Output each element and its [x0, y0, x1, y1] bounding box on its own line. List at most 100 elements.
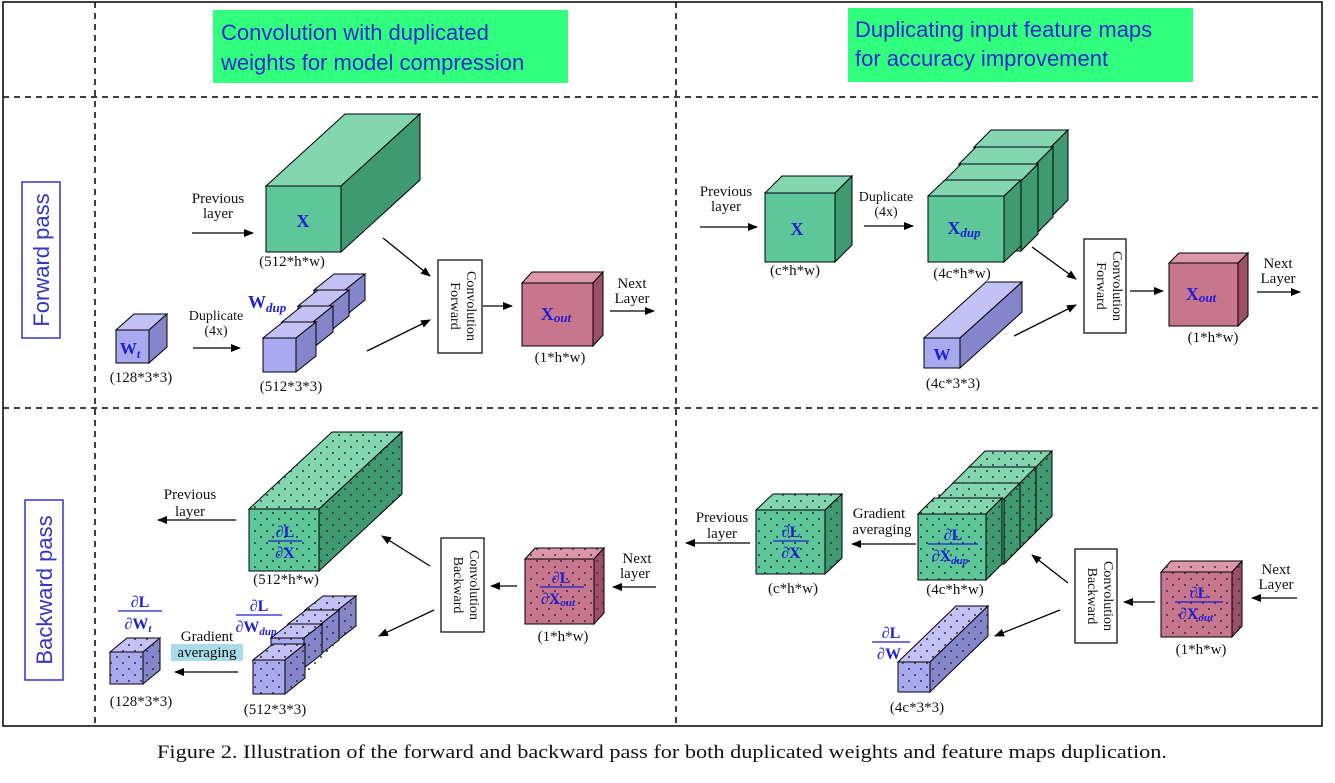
br-gradient-averaging-line1: Gradient	[853, 506, 906, 522]
fl-wt-block: Wt	[114, 312, 169, 365]
fl-wdup-label-main: W	[248, 292, 266, 312]
fr-next-layer-line1: Next	[1263, 256, 1293, 272]
fl-wdup-label-sub: dup	[266, 300, 287, 315]
bl-x-dims: (512*h*w)	[253, 572, 319, 588]
bl-x-block: ∂L ∂X	[247, 430, 404, 573]
bl-arrow-conv-to-wdup	[378, 609, 435, 637]
br-conv-line2: Convolution	[1100, 561, 1115, 631]
bl-wt-grad-den-main: ∂W	[125, 616, 149, 633]
fl-conv-line1: Forward	[447, 282, 462, 329]
bl-conv-line2: Convolution	[466, 550, 481, 620]
header-left-line2: weights for model compression	[220, 50, 524, 75]
br-xdup-grad-den: ∂Xdup	[932, 548, 969, 567]
fl-wdup-label: Wdup	[248, 292, 287, 315]
row-label-backward-box	[24, 499, 64, 681]
fr-prev-layer-line1: Previous	[700, 184, 753, 200]
fl-xout-label: Xout	[541, 304, 572, 325]
fl-duplicate-line2: (4x)	[204, 324, 228, 339]
fr-w-dims: (4c*3*3)	[926, 376, 980, 392]
fl-conv-line2: Convolution	[463, 271, 478, 341]
fl-xout-dims: (1*h*w)	[535, 350, 586, 366]
br-xout-grad-den: ∂Xout	[1179, 606, 1214, 624]
fl-wdup-dims: (512*3*3)	[260, 379, 323, 395]
bl-xout-dims: (1*h*w)	[538, 629, 589, 645]
br-xout-grad-num: ∂L	[1190, 585, 1209, 602]
fr-xdup-cube1-front	[927, 195, 1005, 263]
fl-xout-top	[520, 271, 605, 284]
header-left: Convolution with duplicated weights for …	[213, 10, 568, 83]
br-xdup-grad-den-main: ∂X	[932, 548, 952, 565]
fr-xdup-label: Xdup	[947, 218, 981, 240]
br-x-block: ∂L ∂X	[754, 492, 844, 576]
bl-wt-dots-overlay	[110, 638, 160, 684]
br-conv-box	[1074, 548, 1118, 644]
bl-x-side-dots	[319, 432, 402, 571]
fr-conv-line1: Forward	[1093, 262, 1108, 309]
header-right-bg	[848, 8, 1193, 82]
fr-xout-block: Xout	[1167, 251, 1250, 328]
fr-xdup-dims: (4c*h*w)	[933, 266, 990, 282]
fr-conv-line2: Convolution	[1109, 251, 1124, 321]
fl-wt-front	[115, 329, 150, 364]
fr-x-dims: (c*h*w)	[770, 263, 820, 279]
br-xout-dims: (1*h*w)	[1176, 642, 1227, 658]
backward-left-panel: Previous layer ∂L ∂X (512*h*w)	[108, 430, 656, 718]
br-x-grad-num: ∂L	[782, 524, 801, 541]
row-label-forward-box	[21, 181, 61, 339]
fl-prev-layer-line2: layer	[203, 206, 233, 222]
fr-xout-label: Xout	[1186, 284, 1217, 305]
bl-prev-layer-line2: layer	[175, 504, 205, 520]
fl-wt-label-sub: t	[137, 347, 141, 361]
br-next-layer-line2: Layer	[1259, 577, 1294, 593]
bl-x-grad-num: ∂L	[276, 524, 295, 541]
br-x-dims: (c*h*w)	[768, 581, 818, 597]
fl-wt-label: Wt	[120, 339, 141, 361]
br-arrow-conv-to-w	[994, 609, 1061, 637]
fl-xout-side	[592, 270, 604, 348]
fr-arrow-w-to-conv	[1013, 304, 1077, 337]
bl-wdup-grad-den: ∂Wdup	[235, 619, 277, 638]
fr-xout-side	[1237, 251, 1249, 328]
fl-wt-label-main: W	[120, 339, 137, 358]
forward-left-panel: Previous layer X (512*h*w) Wt (128*3*3) …	[110, 112, 655, 395]
br-gradient-averaging-line2: averaging	[852, 522, 912, 538]
bl-gradient-averaging-line1: Gradient	[181, 629, 234, 645]
fr-prev-layer-line2: layer	[711, 199, 741, 215]
fr-x-label: X	[791, 219, 804, 239]
fr-duplicate-line1: Duplicate	[859, 190, 913, 205]
bl-xout-block: ∂L ∂Xout	[523, 546, 606, 626]
fr-x-block: X	[763, 174, 854, 264]
row-label-forward: Forward pass	[21, 181, 61, 339]
fl-wdup-cube1-front	[262, 337, 297, 373]
bl-arrow-conv-to-x	[381, 535, 431, 567]
br-xdup-grad-den-sub: dup	[951, 555, 969, 567]
fr-xout-top	[1167, 252, 1250, 264]
bl-next-layer-line1: Next	[622, 551, 652, 567]
fr-w-label: W	[934, 345, 951, 364]
bl-wdup-grad-num: ∂L	[250, 598, 269, 615]
br-x-grad-den: ∂X	[781, 545, 801, 562]
fl-next-layer-line2: Layer	[615, 291, 650, 307]
bl-wdup-dots-overlay	[253, 596, 356, 694]
bl-xout-grad-num: ∂L	[552, 570, 571, 587]
br-w-dims: (4c*3*3)	[890, 700, 944, 716]
fr-w-block: W	[922, 280, 1024, 370]
bl-wdup-grad-den-sub: dup	[259, 626, 277, 638]
br-prev-layer-line2: layer	[707, 526, 737, 542]
bl-wdup-block	[251, 594, 358, 696]
header-left-line1: Convolution with duplicated	[221, 20, 489, 45]
br-xout-dots-overlay	[1161, 561, 1242, 637]
bl-wt-dims: (128*3*3)	[110, 694, 173, 710]
bl-xout-grad-den-main: ∂X	[541, 591, 561, 608]
br-w-grad-den: ∂W	[877, 646, 901, 663]
bl-wt-grad-den: ∂Wt	[125, 616, 153, 635]
fl-wdup-block	[261, 272, 367, 374]
bl-wt-block	[108, 636, 162, 686]
fl-duplicate-line1: Duplicate	[189, 309, 243, 324]
fr-xout-label-main: X	[1186, 284, 1199, 304]
fr-next-layer-line2: Layer	[1261, 271, 1296, 287]
forward-right-panel: Previous layer X (c*h*w) Duplicate (4x)	[700, 128, 1301, 392]
bl-xout-dots-overlay	[525, 548, 604, 624]
br-xdup-dots-overlay	[918, 451, 1052, 580]
